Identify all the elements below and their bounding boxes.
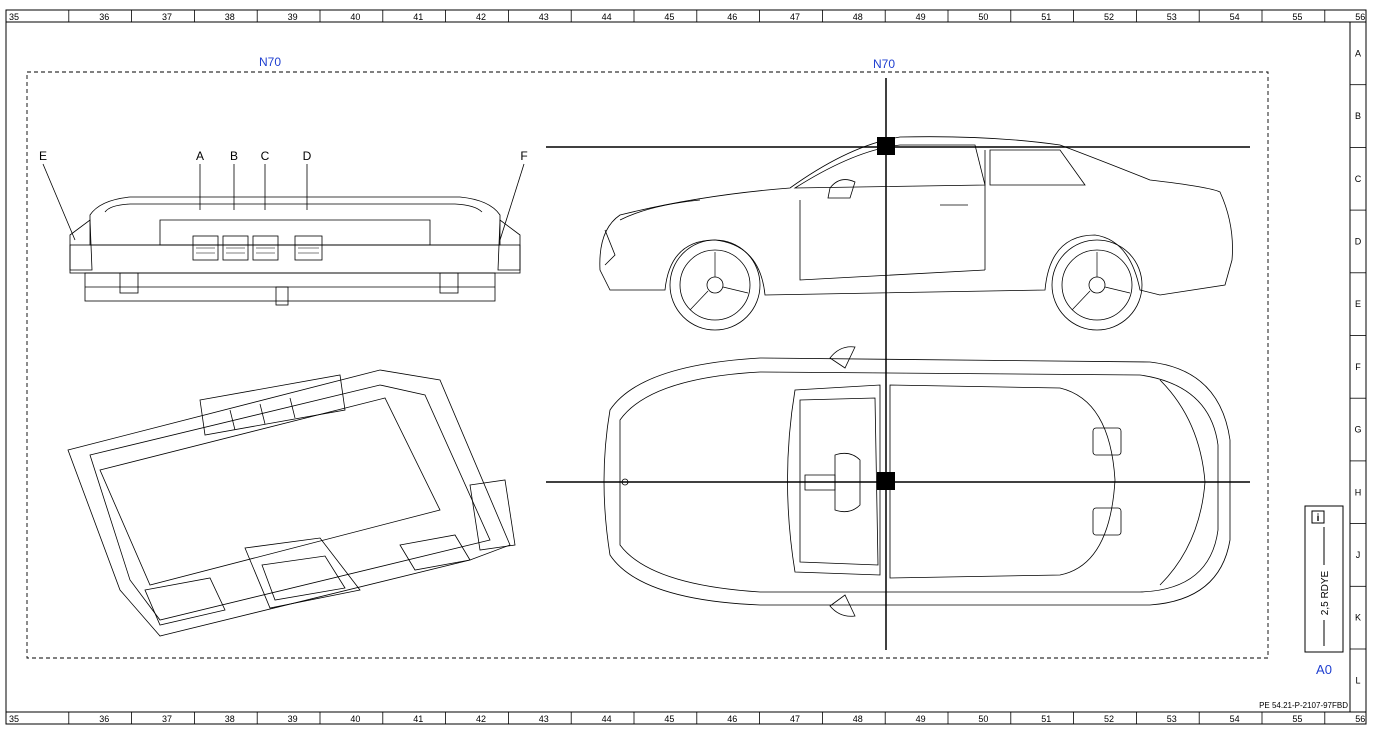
column-label-bottom: 45 [664,714,674,724]
column-label-top: 54 [1230,12,1240,22]
column-label-bottom: 43 [539,714,549,724]
connector-label: C [261,149,270,163]
column-label-top: 44 [602,12,612,22]
column-label-top: 45 [664,12,674,22]
row-label: K [1355,613,1361,623]
location-marker-side [877,137,895,155]
column-label-bottom: 52 [1104,714,1114,724]
car-side-view [599,136,1233,331]
column-label-bottom: 46 [727,714,737,724]
column-label-bottom: 37 [162,714,172,724]
column-label-bottom: 39 [288,714,298,724]
component-label-right: N70 [873,57,895,71]
row-label: H [1355,487,1362,497]
location-crosshairs [546,78,1250,650]
column-labels-top: 35 36 37 38 39 40 41 42 43 44 45 46 47 48 49 50 51 52 53 54… [9,12,1365,22]
connector-label: A [196,149,204,163]
sheet-border [5,9,1367,725]
column-ticks [68,10,1326,724]
ground-label: A0 [1316,662,1332,677]
connector-c [252,235,279,261]
column-label-bottom: 56 [1355,714,1365,724]
column-label-top: 41 [413,12,423,22]
column-label-top: 50 [978,12,988,22]
column-label-top: 39 [288,12,298,22]
column-label-top: 48 [853,12,863,22]
connector-d [294,235,323,261]
column-label-top: 56 [1355,12,1365,22]
column-label-bottom: 49 [916,714,926,724]
column-label-top: 55 [1292,12,1302,22]
row-label: B [1355,111,1361,121]
connector-label: B [230,149,238,163]
column-label-top: 53 [1167,12,1177,22]
connector-b [222,235,249,261]
column-label-bottom: 53 [1167,714,1177,724]
connector-label: D [303,149,312,163]
info-icon [1311,510,1325,524]
row-label: F [1355,362,1361,372]
column-label-top: 51 [1041,12,1051,22]
row-label: C [1355,174,1362,184]
column-label-top: 42 [476,12,486,22]
row-label: G [1354,425,1361,435]
column-label-top: 52 [1104,12,1114,22]
column-label-top: 36 [99,12,109,22]
connector-a [192,235,219,261]
svg-text:i: i [1317,513,1320,524]
column-label-top: 37 [162,12,172,22]
column-label-bottom: 50 [978,714,988,724]
column-label-top: 43 [539,12,549,22]
column-label-bottom: 47 [790,714,800,724]
row-labels: A B C D E F G H J K L [1354,48,1361,685]
wire-info-box: i 2,5 RDYE A0 [1304,505,1344,677]
column-label-bottom: 55 [1292,714,1302,724]
connector-label: E [39,149,47,163]
document-id: PE 54.21-P-2107-97FBD [1259,701,1348,710]
column-label-bottom: 40 [350,714,360,724]
column-label-top: 47 [790,12,800,22]
row-label: E [1355,299,1361,309]
column-label-bottom: 51 [1041,714,1051,724]
row-label: J [1356,550,1361,560]
connector-label: F [520,149,527,163]
column-label-top: 46 [727,12,737,22]
overhead-panel-front-view [42,163,525,306]
column-label-bottom: 48 [853,714,863,724]
row-ticks [1350,84,1366,650]
column-label-top: 35 [9,12,19,22]
component-frame [26,71,1269,659]
row-label: D [1355,236,1362,246]
column-label-top: 38 [225,12,235,22]
column-label-top: 40 [350,12,360,22]
car-top-view [603,346,1231,617]
column-label-bottom: 42 [476,714,486,724]
column-label-bottom: 36 [99,714,109,724]
column-label-bottom: 44 [602,714,612,724]
column-label-bottom: 41 [413,714,423,724]
location-marker-top [877,472,895,490]
component-label-left: N70 [259,55,281,69]
column-label-bottom: 38 [225,714,235,724]
wire-label: 2,5 RDYE [1320,570,1331,615]
column-label-bottom: 54 [1230,714,1240,724]
overhead-panel-isometric-view [67,369,516,637]
row-label: A [1355,48,1361,58]
row-label: L [1355,675,1360,685]
column-label-top: 49 [916,12,926,22]
column-labels-bottom: 35 36 37 38 39 40 41 42 43 44 45 46 47 48 49 50 51 52 53 54… [9,714,1365,724]
column-label-bottom: 35 [9,714,19,724]
